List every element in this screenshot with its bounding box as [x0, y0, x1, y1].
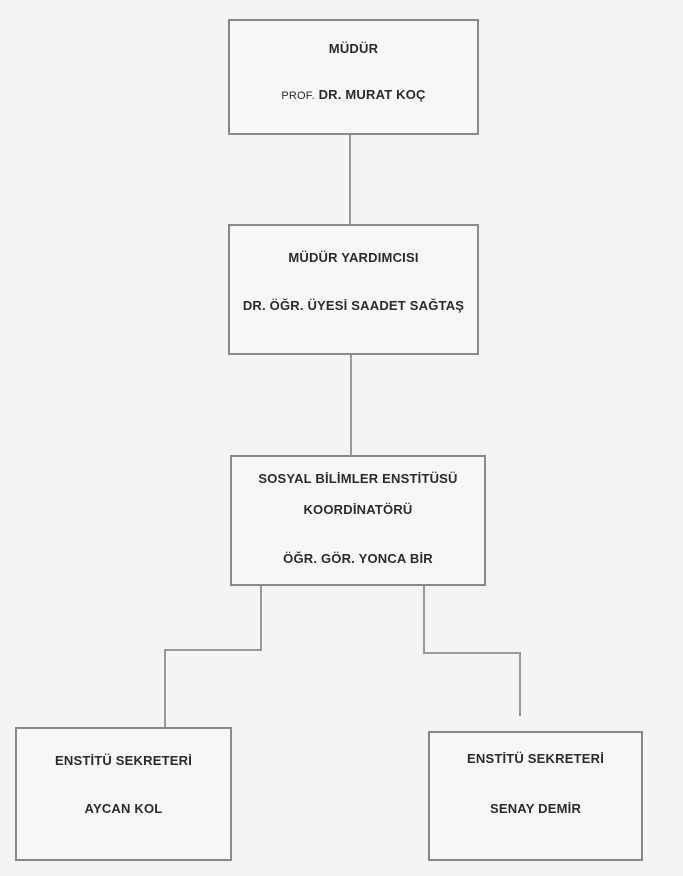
coordinator-box: SOSYAL BİLİMLER ENSTİTÜSÜ KOORDİNATÖRÜ Ö…	[230, 455, 486, 586]
secretary-left-name: AYCAN KOL	[84, 801, 163, 816]
director-name: DR. MURAT KOÇ	[318, 87, 426, 102]
director-title: MÜDÜR	[328, 41, 379, 56]
deputy-name: DR. ÖĞR. ÜYESİ SAADET SAĞTAŞ	[242, 298, 465, 313]
director-name-prefix: PROF.	[281, 90, 315, 102]
coordinator-title-line2: KOORDİNATÖRÜ	[303, 502, 413, 517]
connector-coordinator-secretary-right	[423, 586, 521, 716]
deputy-title: MÜDÜR YARDIMCISI	[288, 250, 419, 265]
connector-coordinator-secretary-left	[164, 586, 262, 727]
coordinator-name: ÖĞR. GÖR. YONCA BİR	[283, 551, 433, 566]
director-box: MÜDÜR PROF. DR. MURAT KOÇ	[228, 19, 479, 135]
secretary-left-title: ENSTİTÜ SEKRETERİ	[54, 753, 193, 768]
secretary-right-title: ENSTİTÜ SEKRETERİ	[466, 751, 605, 766]
deputy-box: MÜDÜR YARDIMCISI DR. ÖĞR. ÜYESİ SAADET S…	[228, 224, 479, 355]
coordinator-title-line1: SOSYAL BİLİMLER ENSTİTÜSÜ	[258, 471, 458, 486]
secretary-right-name: SENAY DEMİR	[489, 801, 582, 816]
secretary-right-box: ENSTİTÜ SEKRETERİ SENAY DEMİR	[428, 731, 643, 861]
secretary-left-box: ENSTİTÜ SEKRETERİ AYCAN KOL	[15, 727, 232, 861]
director-name-line: PROF. DR. MURAT KOÇ	[230, 87, 477, 102]
